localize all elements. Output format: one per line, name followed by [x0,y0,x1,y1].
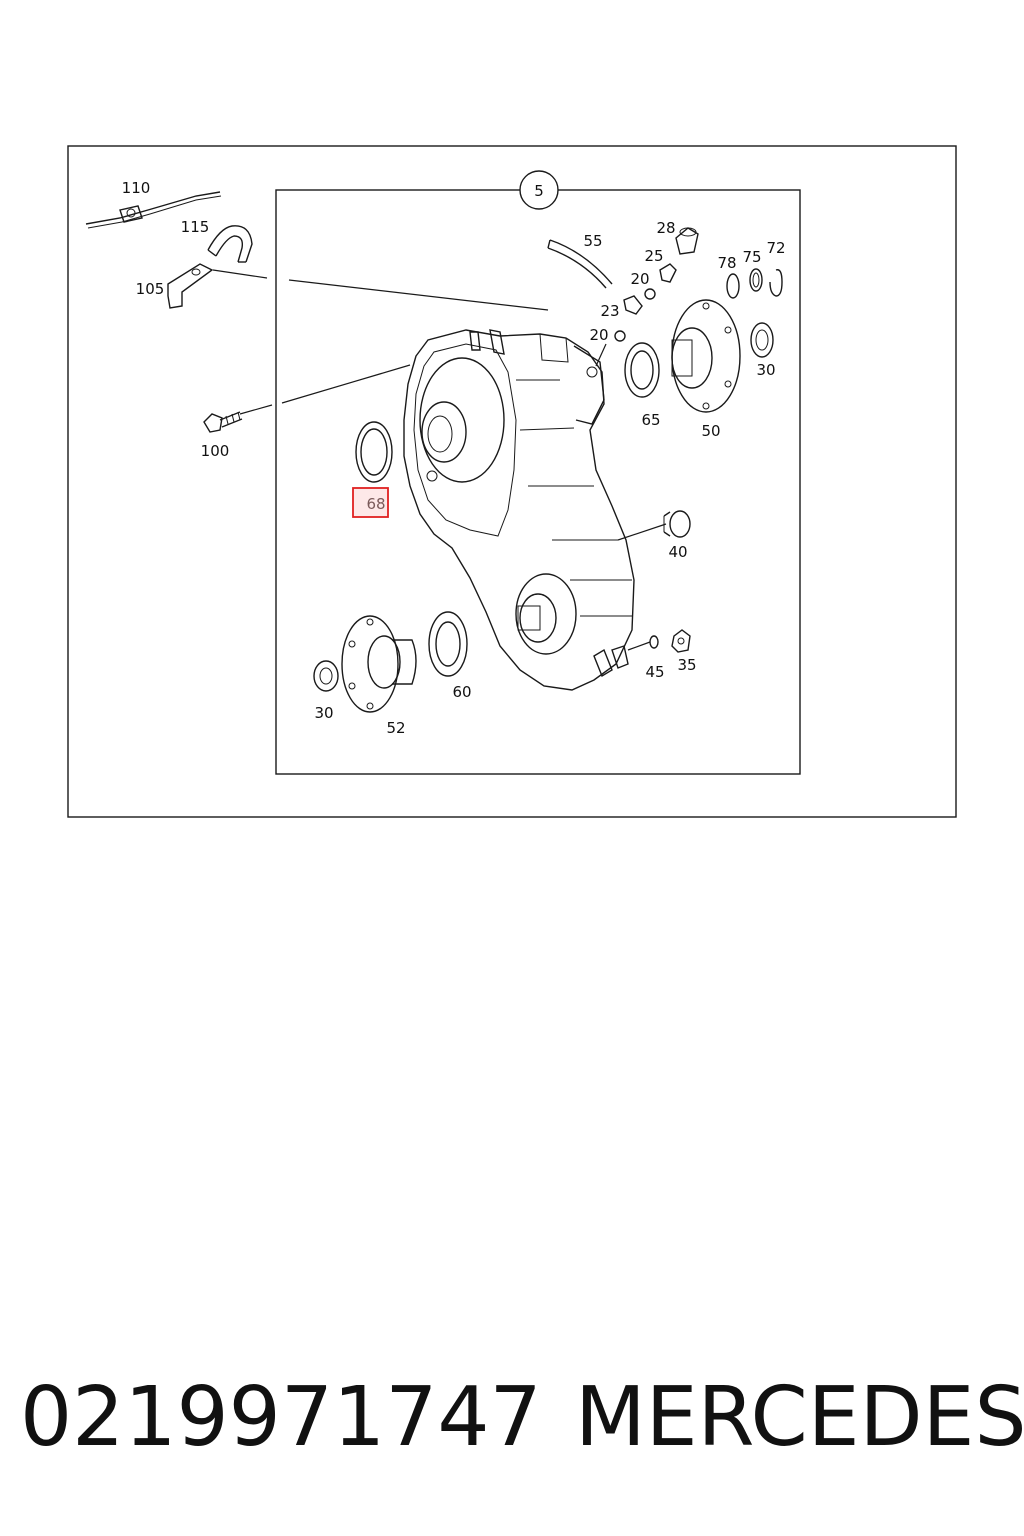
seal-60-part [428,611,468,677]
label-35: 35 [677,656,696,674]
nut-upper-part [750,322,774,358]
parts-diagram: 5 [67,145,957,818]
highlight-box-68 [352,487,389,518]
group-number: 5 [534,182,544,200]
bracket-part [167,263,214,309]
small-fittings [614,263,677,342]
seal-68-part [355,421,393,483]
label-30-lower: 30 [314,704,333,722]
label-25: 25 [644,247,663,265]
tube-part [547,239,613,289]
label-65: 65 [641,411,660,429]
footer: 0219971747 MERCEDES [0,1370,1024,1470]
leader-100-inner [281,364,411,404]
label-110: 110 [122,179,151,197]
hose-part [207,225,253,263]
label-20b: 20 [589,326,608,344]
leader-45 [627,641,651,651]
flange-upper-part [671,299,741,413]
label-45: 45 [645,663,664,681]
label-52: 52 [386,719,405,737]
label-78: 78 [717,254,736,272]
leader-55-frame [288,279,549,311]
seal-65-part [624,342,660,398]
label-40: 40 [668,543,687,561]
rings-right [726,268,783,299]
flange-lower-part [341,615,417,713]
part-number: 0219971747 [20,1370,542,1465]
label-115: 115 [181,218,210,236]
nut-lower-part [313,660,339,692]
label-100: 100 [201,442,230,460]
leader-100 [239,404,273,415]
label-20a: 20 [630,270,649,288]
label-28: 28 [656,219,675,237]
brand-name: MERCEDES [575,1370,1024,1465]
outer-frame [67,145,957,818]
leader-40 [617,523,667,541]
vent-cap-part [675,227,699,255]
leader-105 [212,269,268,279]
label-75: 75 [742,248,761,266]
washer-nut-part [649,629,691,653]
label-50: 50 [701,422,720,440]
label-30-upper: 30 [756,361,775,379]
bolt-part [203,411,243,433]
transfer-case-housing [403,329,635,691]
label-55: 55 [583,232,602,250]
label-68: 68 [366,495,385,513]
label-23: 23 [600,302,619,320]
label-105: 105 [136,280,165,298]
leader-20b [595,343,607,367]
label-72: 72 [766,239,785,257]
plug-part [663,510,691,538]
group-number-badge: 5 [519,170,559,210]
cable-tie-part [85,191,222,229]
label-60: 60 [452,683,471,701]
